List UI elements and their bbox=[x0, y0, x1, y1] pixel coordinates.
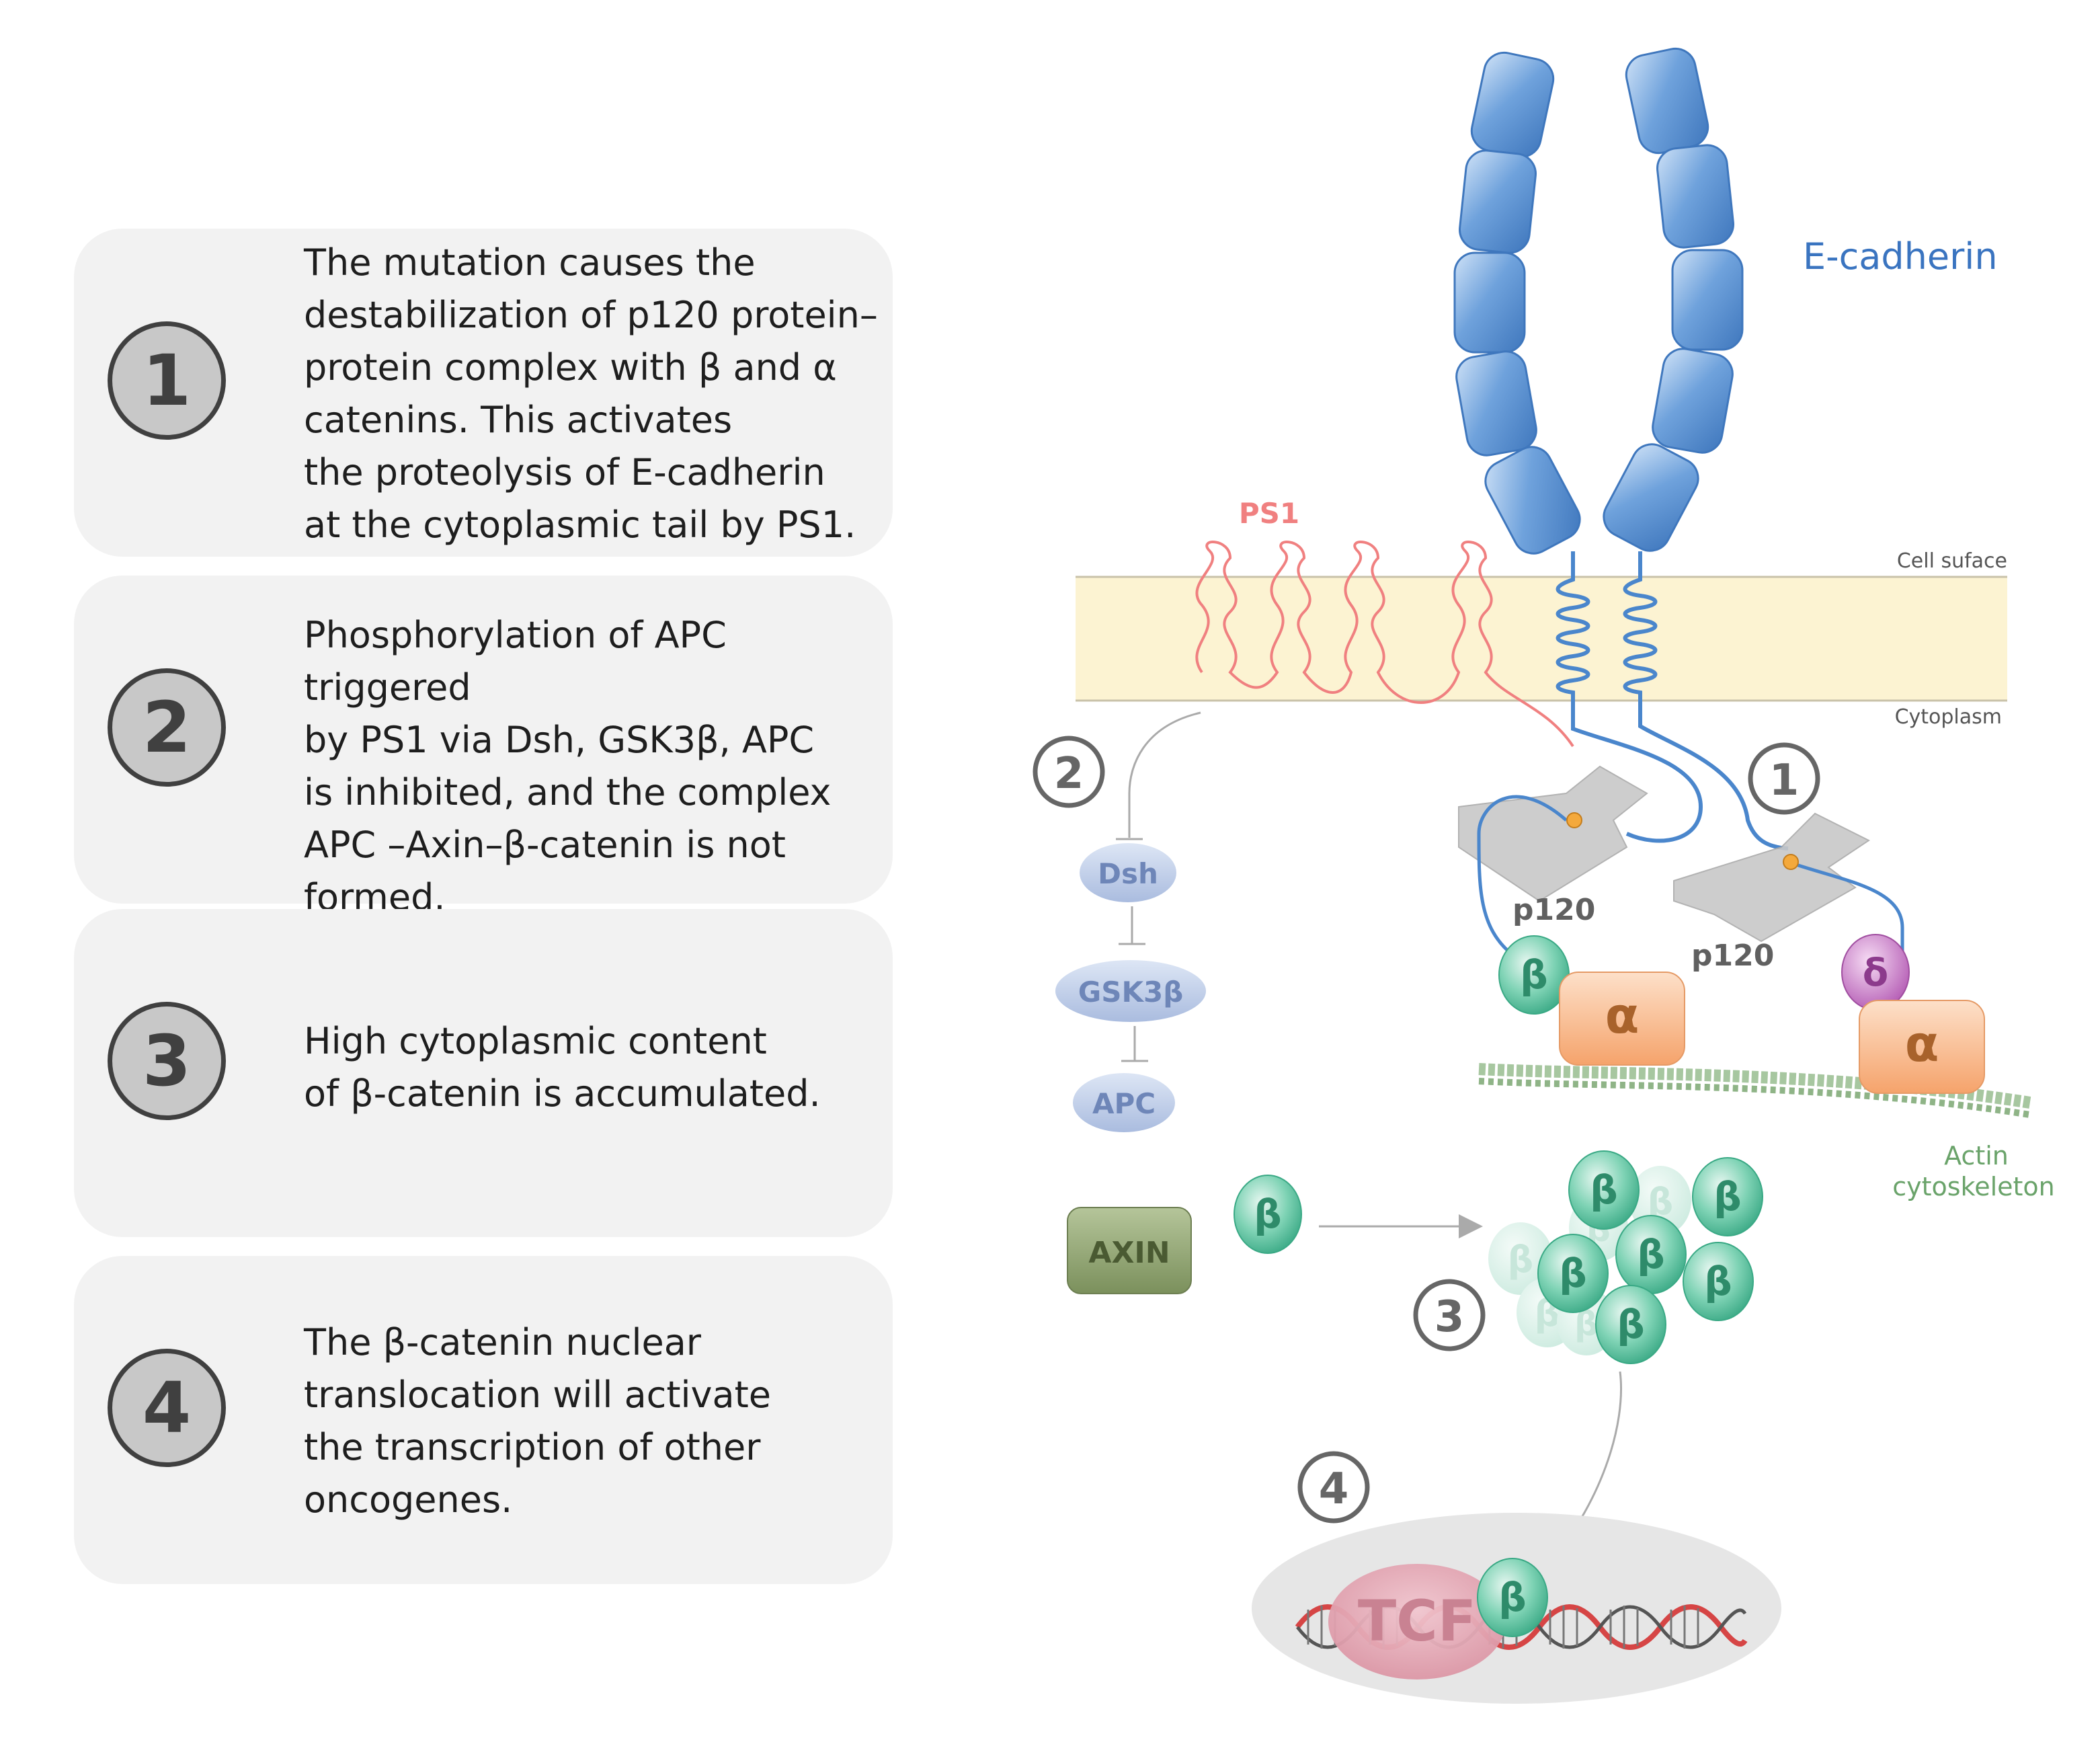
beta-symbol: β bbox=[1559, 1251, 1587, 1296]
marker-1: 1 bbox=[1748, 742, 1820, 815]
tcf-factor bbox=[1328, 1564, 1506, 1680]
beta-symbol: β bbox=[1254, 1191, 1282, 1237]
beta-symbol: β bbox=[1508, 1238, 1534, 1281]
beta-symbol: β bbox=[1713, 1174, 1742, 1220]
free-beta-catenin bbox=[1234, 1175, 1302, 1254]
beta-catenin bbox=[1683, 1242, 1754, 1321]
alpha-symbol: α bbox=[1905, 1015, 1939, 1073]
alpha-symbol: α bbox=[1605, 987, 1640, 1045]
step-text: High cytoplasmic content of β-catenin is… bbox=[304, 1020, 821, 1115]
e-cadherin-tail-right bbox=[1623, 551, 1789, 851]
alpha-catenin-right bbox=[1859, 1000, 1985, 1094]
marker-number: 4 bbox=[1319, 1464, 1349, 1514]
apc-label: APC bbox=[1092, 1087, 1156, 1120]
step-number-badge: 4 bbox=[108, 1349, 226, 1467]
nuclear-beta-catenin bbox=[1477, 1558, 1548, 1637]
marker-2: 2 bbox=[1033, 736, 1105, 808]
step-card-1: 1 The mutation causes the destabilizatio… bbox=[74, 229, 893, 557]
actin-filament bbox=[1478, 1063, 2031, 1109]
ps1-to-dsh-connector bbox=[1128, 711, 1201, 838]
marker-circle bbox=[1748, 742, 1820, 815]
p120-binding-strand bbox=[1477, 795, 1568, 956]
dsh-label: Dsh bbox=[1098, 857, 1158, 890]
step-number-badge: 1 bbox=[108, 321, 226, 440]
actin-label: Actin bbox=[1944, 1141, 2009, 1171]
beta-catenin bbox=[1595, 1285, 1666, 1364]
marker-number: 2 bbox=[1054, 749, 1084, 799]
beta-catenin bbox=[1692, 1157, 1763, 1236]
beta-catenin bbox=[1568, 1150, 1640, 1230]
step-number-badge: 3 bbox=[108, 1002, 226, 1120]
beta-symbol: β bbox=[1520, 952, 1548, 998]
p120-label-left: p120 bbox=[1512, 893, 1595, 927]
beta-catenin bbox=[1537, 1234, 1609, 1313]
apc-node bbox=[1073, 1073, 1175, 1132]
marker-number: 1 bbox=[1769, 756, 1800, 805]
cytoplasm-label: Cytoplasm bbox=[1895, 705, 2002, 729]
p120-complex-right: p120 bbox=[1673, 812, 1904, 973]
beta-symbol: β bbox=[1617, 1302, 1645, 1347]
cadherin-domain bbox=[1470, 51, 1555, 159]
beta-catenin-faint bbox=[1488, 1222, 1553, 1295]
ps1-protein bbox=[1195, 541, 1574, 748]
beta-symbol: β bbox=[1498, 1575, 1527, 1620]
ps1-label: PS1 bbox=[1239, 497, 1299, 530]
axin-box bbox=[1067, 1207, 1192, 1294]
e-cadherin-left-strand bbox=[1453, 51, 1581, 555]
p120-complex-left: p120 bbox=[1458, 765, 1648, 956]
beta-catenin-cluster: β β β β β β β β β β β bbox=[1488, 1150, 1763, 1364]
cadherin-domain bbox=[1625, 47, 1709, 155]
marker-circle bbox=[1033, 736, 1105, 808]
marker-circle bbox=[1413, 1279, 1486, 1351]
phosphorylation-site bbox=[1783, 854, 1799, 870]
step-card-2: 2 Phosphorylation of APC triggered by PS… bbox=[74, 576, 893, 918]
p120-label-right: p120 bbox=[1691, 939, 1774, 973]
tcf-label: TCF bbox=[1358, 1588, 1476, 1654]
step-text: The mutation causes the destabilization … bbox=[304, 241, 878, 546]
beta-symbol: β bbox=[1590, 1167, 1618, 1213]
cadherin-domain bbox=[1453, 251, 1526, 354]
cadherin-domain bbox=[1656, 144, 1734, 249]
marker-4: 4 bbox=[1297, 1451, 1370, 1524]
step-text: The β-catenin nuclear translocation will… bbox=[304, 1321, 771, 1521]
cadherin-domain bbox=[1603, 443, 1699, 552]
p120-protein bbox=[1458, 765, 1648, 902]
e-cadherin-tail-left bbox=[1556, 551, 1703, 843]
step-number-badge: 2 bbox=[108, 668, 226, 787]
cadherin-domain bbox=[1455, 350, 1537, 457]
delta-symbol: δ bbox=[1863, 951, 1888, 995]
e-cadherin-label: E-cadherin bbox=[1803, 235, 1998, 278]
gsk3b-node bbox=[1055, 960, 1206, 1022]
step-card-4: 4 The β-catenin nuclear translocation wi… bbox=[74, 1256, 893, 1584]
cell-surface-label: Cell suface bbox=[1897, 549, 2007, 573]
beta-symbol: β bbox=[1704, 1259, 1732, 1304]
gsk3b-label: GSK3β bbox=[1078, 976, 1184, 1009]
cadherin-domain bbox=[1652, 348, 1734, 454]
e-cadherin-right-strand bbox=[1603, 47, 1744, 552]
marker-number: 3 bbox=[1435, 1292, 1465, 1342]
dsh-node bbox=[1080, 843, 1176, 902]
beta-symbol: β bbox=[1637, 1232, 1665, 1277]
cadherin-domain bbox=[1671, 249, 1744, 351]
axin-label: AXIN bbox=[1088, 1236, 1170, 1270]
p120-binding-strand bbox=[1787, 860, 1904, 955]
cadherin-domain bbox=[1484, 446, 1581, 555]
actin-filament bbox=[1478, 1078, 2031, 1118]
cadherin-domain bbox=[1459, 149, 1537, 254]
marker-3: 3 bbox=[1413, 1279, 1486, 1351]
cell-membrane bbox=[1076, 577, 2007, 701]
marker-circle bbox=[1297, 1451, 1370, 1524]
alpha-catenin-left bbox=[1559, 972, 1685, 1066]
cytoskeleton-label: cytoskeleton bbox=[1892, 1172, 2055, 1201]
step-card-3: 3 High cytoplasmic content of β-catenin … bbox=[74, 909, 893, 1237]
phosphorylation-site bbox=[1566, 812, 1582, 828]
